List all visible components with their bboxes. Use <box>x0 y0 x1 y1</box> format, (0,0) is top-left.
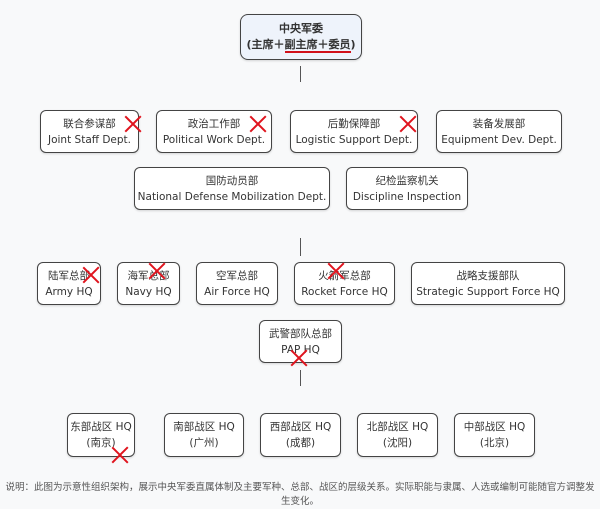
dept-zh: 后勤保障部 <box>327 117 381 130</box>
theater-name: 西部战区 HQ <box>269 421 332 433</box>
connector-line <box>300 370 302 386</box>
theater-box: 中部战区 HQ (北京) <box>454 413 535 457</box>
cmc-box: 中央军委 (主席＋副主席＋委员) <box>240 14 362 60</box>
red-x-mark-icon <box>82 266 100 284</box>
dept-en: National Defense Mobilization Dept. <box>137 190 327 203</box>
dept-box: 装备发展部 Equipment Dev. Dept. <box>436 110 562 153</box>
dept-zh: 政治工作部 <box>187 117 241 130</box>
dept-zh: 纪检监察机关 <box>375 174 439 187</box>
dept-box: 纪检监察机关 Discipline Inspection <box>346 167 468 210</box>
dept-en: Equipment Dev. Dept. <box>441 133 557 146</box>
red-x-mark-icon <box>124 115 142 133</box>
theater-name: 北部战区 HQ <box>366 421 429 433</box>
dept-zh: 国防动员部 <box>205 174 259 187</box>
dept-zh: 联合参谋部 <box>63 117 116 130</box>
service-en: Navy HQ <box>125 285 172 298</box>
dept-en: Political Work Dept. <box>162 133 266 146</box>
service-en: Strategic Support Force HQ <box>416 285 560 298</box>
theater-box: 南部战区 HQ (广州) <box>164 413 244 457</box>
service-en: Rocket Force HQ <box>301 285 388 298</box>
service-box: 空军总部 Air Force HQ <box>196 262 278 305</box>
service-en: Air Force HQ <box>204 285 270 298</box>
service-box: 战略支援部队 Strategic Support Force HQ <box>411 262 565 305</box>
subtitle-post: ) <box>350 38 356 51</box>
dept-box: 国防动员部 National Defense Mobilization Dept. <box>134 167 330 210</box>
theater-city: (广州) <box>189 437 219 449</box>
theater-box: 北部战区 HQ (沈阳) <box>357 413 438 457</box>
cmc-subtitle: (主席＋副主席＋委员) <box>246 37 356 53</box>
red-x-mark-icon <box>111 446 129 464</box>
service-zh: 战略支援部队 <box>456 269 520 282</box>
subtitle-pre: (主席＋ <box>246 38 285 51</box>
red-x-mark-icon <box>148 262 166 280</box>
red-x-mark-icon <box>249 115 267 133</box>
connector-line <box>300 66 302 82</box>
cmc-title: 中央军委 <box>279 22 323 35</box>
theater-city: (成都) <box>285 437 316 449</box>
dept-en: Logistic Support Dept. <box>295 133 413 146</box>
service-zh: 陆军总部 <box>48 269 90 282</box>
service-en: Army HQ <box>45 285 93 298</box>
theater-city: (沈阳) <box>382 437 413 449</box>
dept-en: Discipline Inspection <box>352 190 462 203</box>
subtitle-underlined: 副主席＋委员 <box>284 38 351 53</box>
red-x-mark-icon <box>290 349 308 367</box>
dept-box: 联合参谋部 Joint Staff Dept. <box>40 110 139 153</box>
theater-name: 东部战区 HQ <box>70 421 132 433</box>
service-box: 陆军总部 Army HQ <box>37 262 101 305</box>
theater-city: (北京) <box>479 437 510 449</box>
dept-zh: 装备发展部 <box>472 117 526 130</box>
theater-name: 中部战区 HQ <box>463 421 526 433</box>
theater-name: 南部战区 HQ <box>173 421 235 433</box>
red-x-mark-icon <box>399 115 417 133</box>
dept-en: Joint Staff Dept. <box>47 133 131 146</box>
red-x-mark-icon <box>327 262 345 280</box>
service-zh: 空军总部 <box>216 269 258 282</box>
connector-line <box>300 238 302 256</box>
dept-box: 后勤保障部 Logistic Support Dept. <box>290 110 418 153</box>
theater-box: 西部战区 HQ (成都) <box>260 413 341 457</box>
footnote: 说明：此图为示意性组织架构，展示中央军委直属体制及主要军种、总部、战区的层级关系… <box>5 482 595 507</box>
theater-city: (南京) <box>86 437 116 449</box>
service-zh: 武警部队总部 <box>269 327 332 340</box>
